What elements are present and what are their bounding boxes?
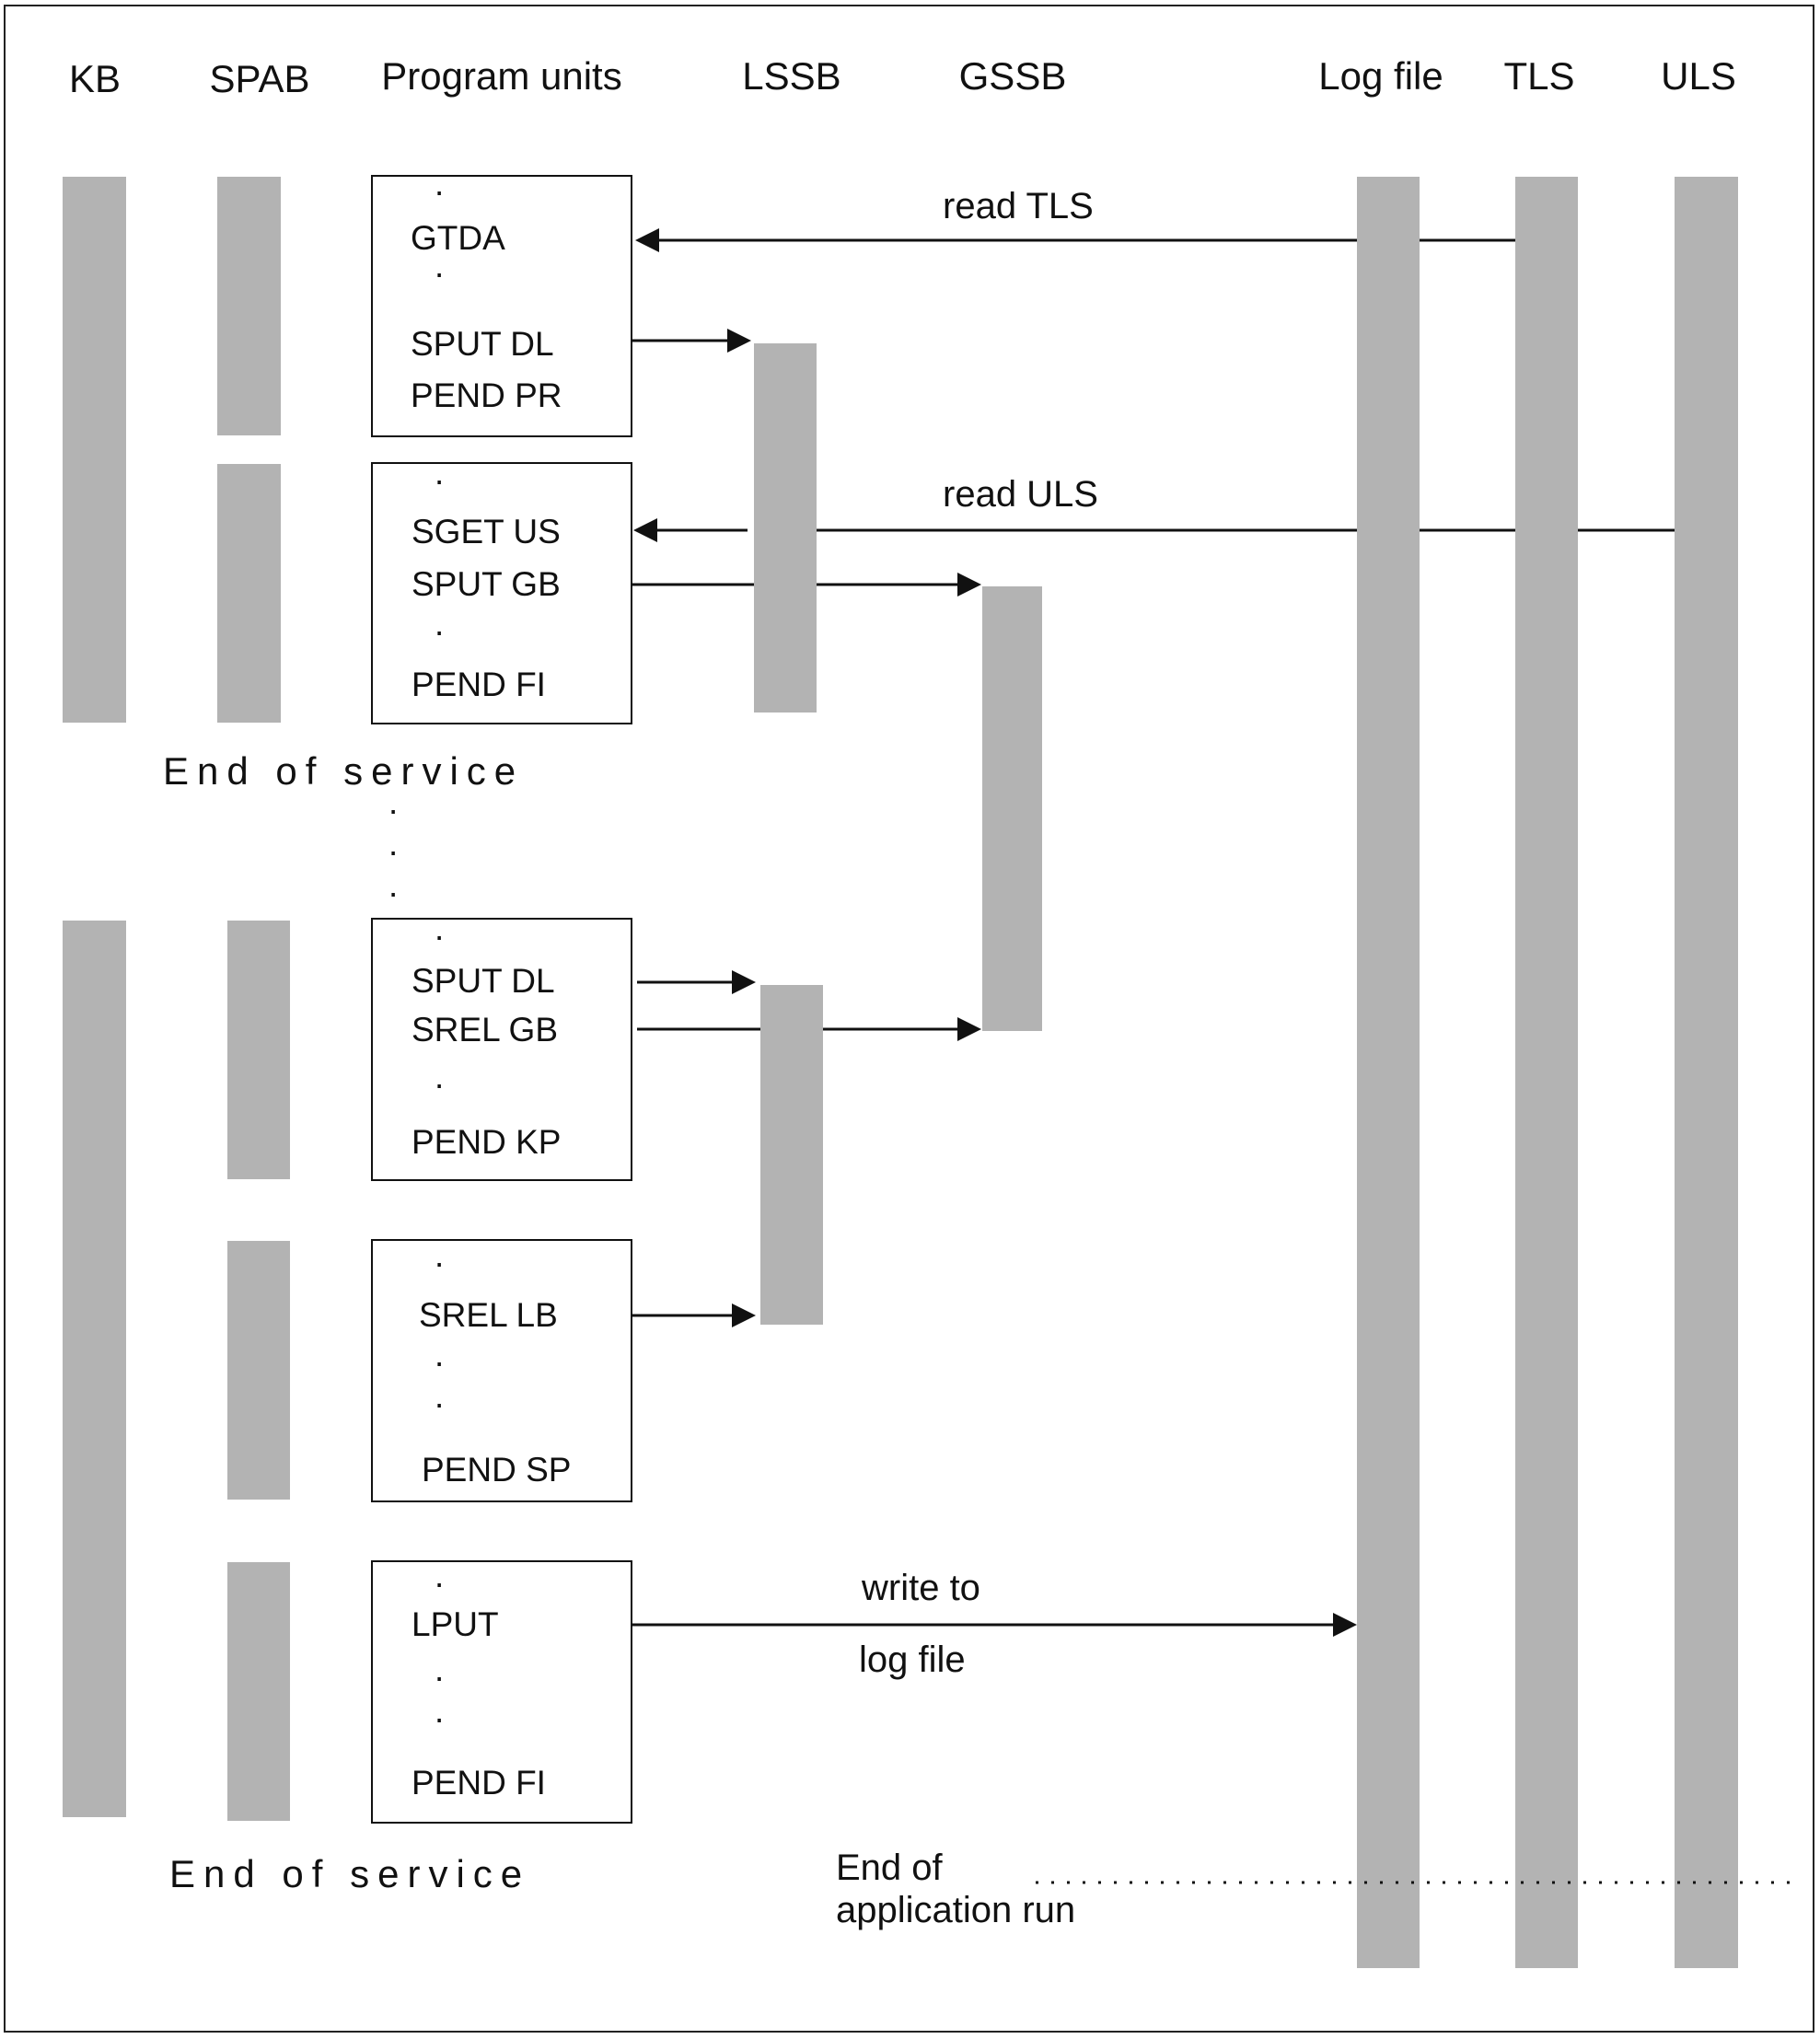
label-read-tls: read TLS [943,186,1094,226]
arrow-sput-dl-2 [637,970,756,994]
box-line: . [435,165,444,203]
arrow-srel-gb [637,1017,981,1041]
lssb-bar [754,343,817,712]
program-unit-box [371,1560,632,1824]
box-line: . [435,1336,444,1373]
box-line: . [435,1377,444,1415]
box-line: . [435,247,444,284]
uls-bar [1675,177,1738,1968]
box-line: . [435,1557,444,1594]
label-log-file: log file [859,1639,966,1680]
header-tls: TLS [1503,54,1574,98]
box-line: PEND SP [422,1451,571,1489]
label-read-uls: read ULS [943,474,1098,515]
header-spab: SPAB [210,57,310,100]
lssb-bar [760,985,823,1325]
ellipsis-dot: . [388,783,398,821]
box-4-text: . SREL LB . . PEND SP [419,1236,571,1489]
spab-bar [227,1562,290,1821]
box-1-text: . GTDA . SPUT DL PEND PR [411,165,562,414]
ellipsis-dot: . [388,866,398,904]
header-lssb: LSSB [742,54,840,98]
box-line: . [435,1058,444,1095]
spab-bar [227,1241,290,1500]
box-line: . [435,1692,444,1730]
spab-bar [227,921,290,1179]
spab-bar [217,464,281,723]
box-5-text: . LPUT . . PEND FI [412,1557,546,1802]
arrow-srel-lb [632,1303,756,1327]
program-unit-box [371,462,632,724]
box-line: LPUT [412,1605,499,1643]
box-line: . [435,1651,444,1688]
header-gssb: GSSB [959,54,1067,98]
kb-bar [63,177,126,723]
box-line: . [435,605,444,643]
box-line: . [435,909,444,947]
box-line: SREL LB [419,1296,558,1334]
arrow-read-uls [633,518,1675,542]
end-of-run-line1: End of [836,1848,944,1888]
box-3-text: . SPUT DL SREL GB . PEND KP [412,909,561,1161]
box-line: SPUT DL [411,325,554,363]
arrow-read-tls [635,228,1515,252]
tls-bar [1515,177,1578,1968]
box-line: GTDA [411,219,505,257]
header-uls: ULS [1661,54,1736,98]
box-line: PEND KP [412,1123,561,1161]
log-file-bar [1357,177,1420,1968]
box-line: SPUT DL [412,962,555,1000]
box-2-text: . SGET US SPUT GB . PEND FI [412,454,561,703]
program-unit-box [371,175,632,437]
program-unit-box [371,1239,632,1502]
box-line: SPUT GB [412,565,561,603]
kb-bar [63,921,126,1817]
box-line: PEND PR [411,377,562,414]
box-line: . [435,1236,444,1274]
label-write-to: write to [861,1568,980,1608]
program-unit-box [371,918,632,1181]
box-line: PEND FI [412,1764,546,1802]
header-kb: KB [69,57,121,100]
arrow-sput-dl-1 [632,329,751,353]
box-line: . [435,454,444,492]
header-program-units: Program units [381,54,621,98]
gssb-bar [982,586,1042,1031]
box-line: SGET US [412,513,561,550]
header-log-file: Log file [1318,54,1443,98]
box-line: PEND FI [412,666,546,703]
spab-bar [217,177,281,435]
arrow-write-log [632,1613,1357,1637]
frame-border [4,5,1814,2033]
box-line: SREL GB [412,1011,558,1048]
end-of-run-line2: application run [836,1890,1075,1930]
end-of-service-label: End of service [169,1852,530,1895]
arrow-sput-gb [632,573,981,597]
ellipsis-dot: . [388,825,398,863]
end-of-service-label: End of service [163,749,524,793]
